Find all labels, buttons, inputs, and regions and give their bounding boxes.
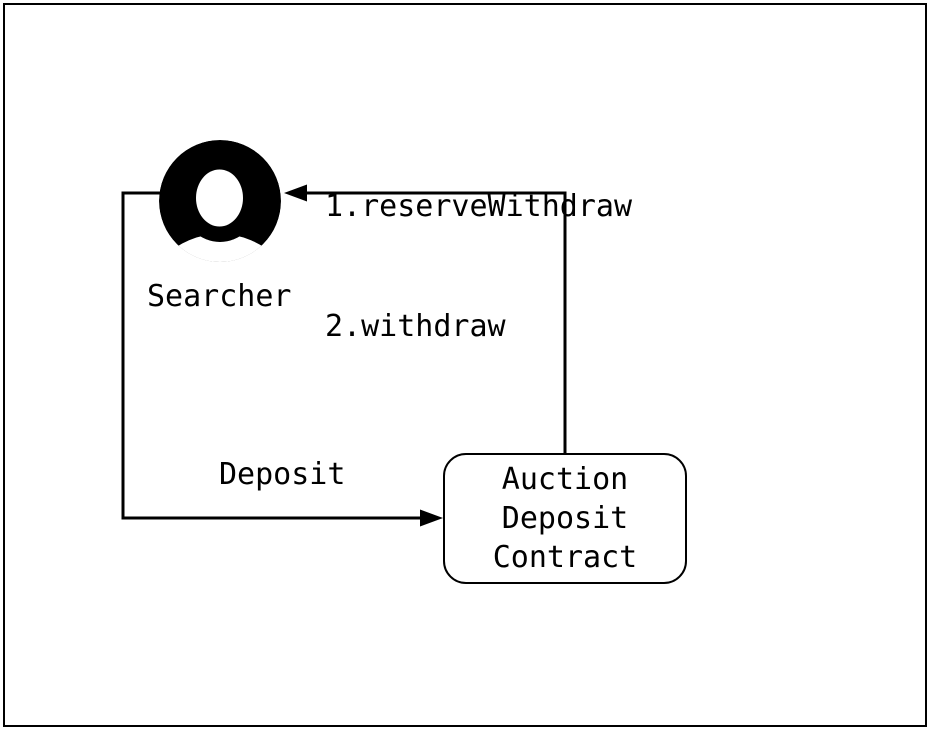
deposit-edge-label: Deposit bbox=[219, 457, 346, 492]
withdraw-label-step2: 2.withdraw bbox=[325, 309, 506, 344]
searcher-label: Searcher bbox=[147, 279, 292, 314]
contract-box: Auction Deposit Contract bbox=[443, 453, 687, 584]
deposit-arrowhead-icon bbox=[420, 509, 443, 527]
withdraw-arrow-line bbox=[300, 191, 567, 456]
person-icon bbox=[159, 140, 281, 262]
contract-box-line-3: Contract bbox=[492, 540, 638, 575]
withdraw-edge-labels: 1.reserveWithdraw 2.withdraw bbox=[325, 107, 632, 427]
contract-box-line-2: Deposit bbox=[501, 501, 629, 536]
withdraw-arrowhead-icon bbox=[284, 184, 307, 202]
contract-box-line-1: Auction bbox=[501, 462, 629, 497]
withdraw-label-step1: 1.reserveWithdraw bbox=[325, 189, 633, 224]
